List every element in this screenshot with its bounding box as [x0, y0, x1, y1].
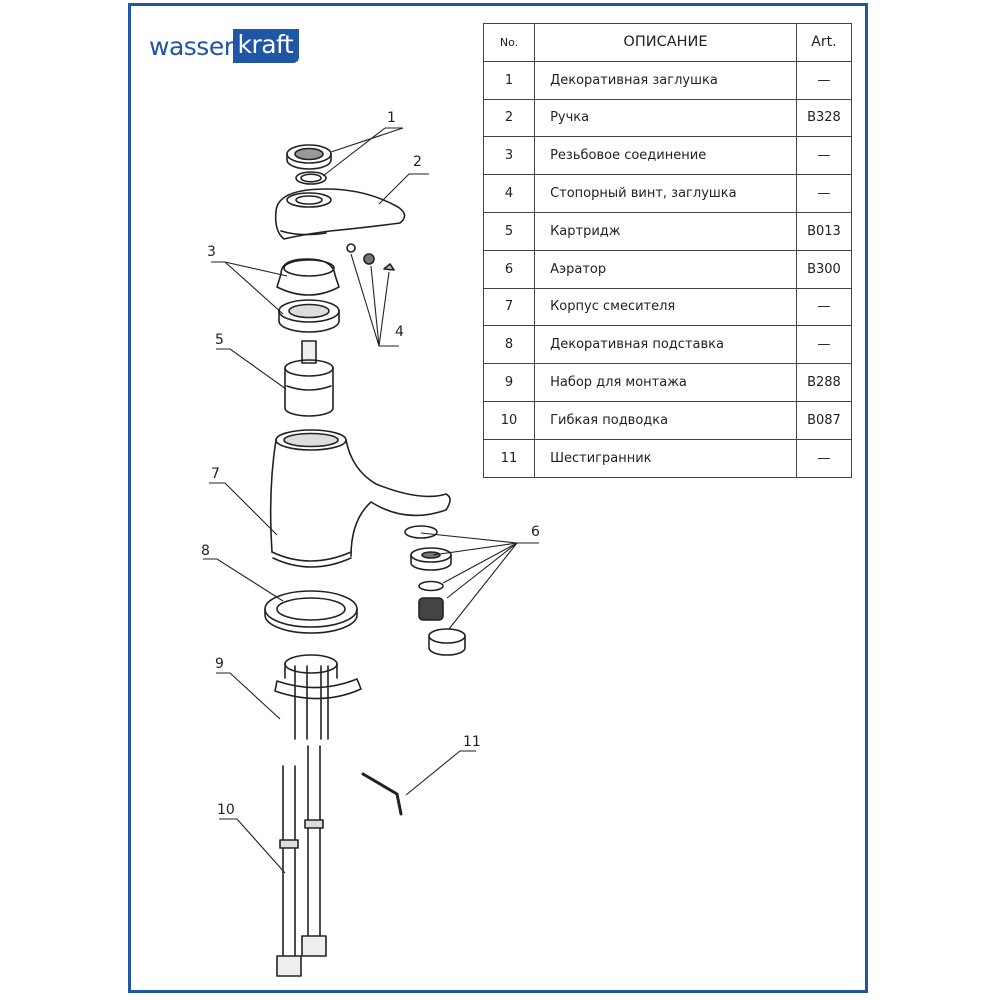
part-faucet-body	[269, 429, 451, 568]
cell-art: —	[795, 174, 853, 213]
part-mounting-kit	[274, 654, 362, 740]
header-description: ОПИСАНИЕ	[534, 23, 797, 62]
part-handle	[274, 188, 406, 240]
header-no: No.	[482, 23, 536, 62]
cell-no: 4	[482, 174, 536, 213]
cell-art: —	[795, 60, 853, 100]
callout-3: 3	[207, 244, 216, 260]
cell-description: Резьбовое соединение	[534, 136, 797, 176]
part-aerator	[404, 525, 466, 656]
part-cartridge	[284, 340, 334, 417]
cell-description: Декоративная заглушка	[534, 60, 797, 100]
cell-art: B013	[795, 211, 853, 251]
part-set-screws	[346, 243, 395, 271]
cell-art: B300	[795, 249, 853, 289]
cell-description: Аэратор	[534, 249, 797, 289]
callout-4: 4	[395, 324, 404, 340]
part-hex-key	[361, 772, 403, 816]
part-decorative-base	[264, 590, 358, 634]
cell-art: —	[795, 438, 853, 478]
cell-description: Картридж	[534, 211, 797, 251]
cell-description: Гибкая подводка	[534, 400, 797, 440]
part-threaded-connection	[276, 258, 340, 333]
cell-no: 11	[482, 438, 536, 478]
table-header-row: No. ОПИСАНИЕ Art.	[482, 23, 853, 62]
cell-description: Ручка	[534, 98, 797, 138]
cell-art: B288	[795, 363, 853, 402]
callout-5: 5	[215, 332, 224, 348]
callout-1: 1	[387, 110, 396, 126]
cell-no: 7	[482, 287, 536, 327]
part-flexible-hoses	[276, 745, 327, 977]
leader-lines	[203, 127, 539, 874]
cell-description: Набор для монтажа	[534, 363, 797, 402]
cell-no: 6	[482, 249, 536, 289]
cell-description: Декоративная подставка	[534, 325, 797, 365]
cell-no: 10	[482, 400, 536, 440]
brand-logo: wasser kraft	[149, 26, 300, 66]
cell-no: 8	[482, 325, 536, 365]
exploded-diagram: 1 2 3 4 5 6 7 8 9 10 11	[201, 110, 540, 977]
callout-labels: 1 2 3 4 5 6 7 8 9 10 11	[201, 110, 540, 818]
callout-11: 11	[463, 734, 481, 750]
callout-9: 9	[215, 656, 224, 672]
logo-text-right: kraft	[233, 29, 300, 63]
cell-art: —	[795, 325, 853, 365]
cell-no: 5	[482, 211, 536, 251]
callout-10: 10	[217, 802, 235, 818]
cell-art: B087	[795, 400, 853, 440]
callout-2: 2	[413, 154, 422, 170]
cell-no: 9	[482, 363, 536, 402]
logo-text-left: wasser	[149, 31, 234, 61]
cell-no: 1	[482, 60, 536, 100]
callout-8: 8	[201, 543, 210, 559]
cell-art: —	[795, 136, 853, 176]
cell-no: 2	[482, 98, 536, 138]
cell-description: Стопорный винт, заглушка	[534, 174, 797, 213]
cell-art: B328	[795, 98, 853, 138]
cell-no: 3	[482, 136, 536, 176]
callout-7: 7	[211, 466, 220, 482]
callout-6: 6	[531, 524, 540, 540]
header-art: Art.	[795, 23, 853, 62]
cell-description: Корпус смесителя	[534, 287, 797, 327]
cell-description: Шестигранник	[534, 438, 797, 478]
part-decorative-cap	[286, 144, 332, 185]
page-frame: wasser kraft	[128, 3, 868, 993]
cell-art: —	[795, 287, 853, 327]
